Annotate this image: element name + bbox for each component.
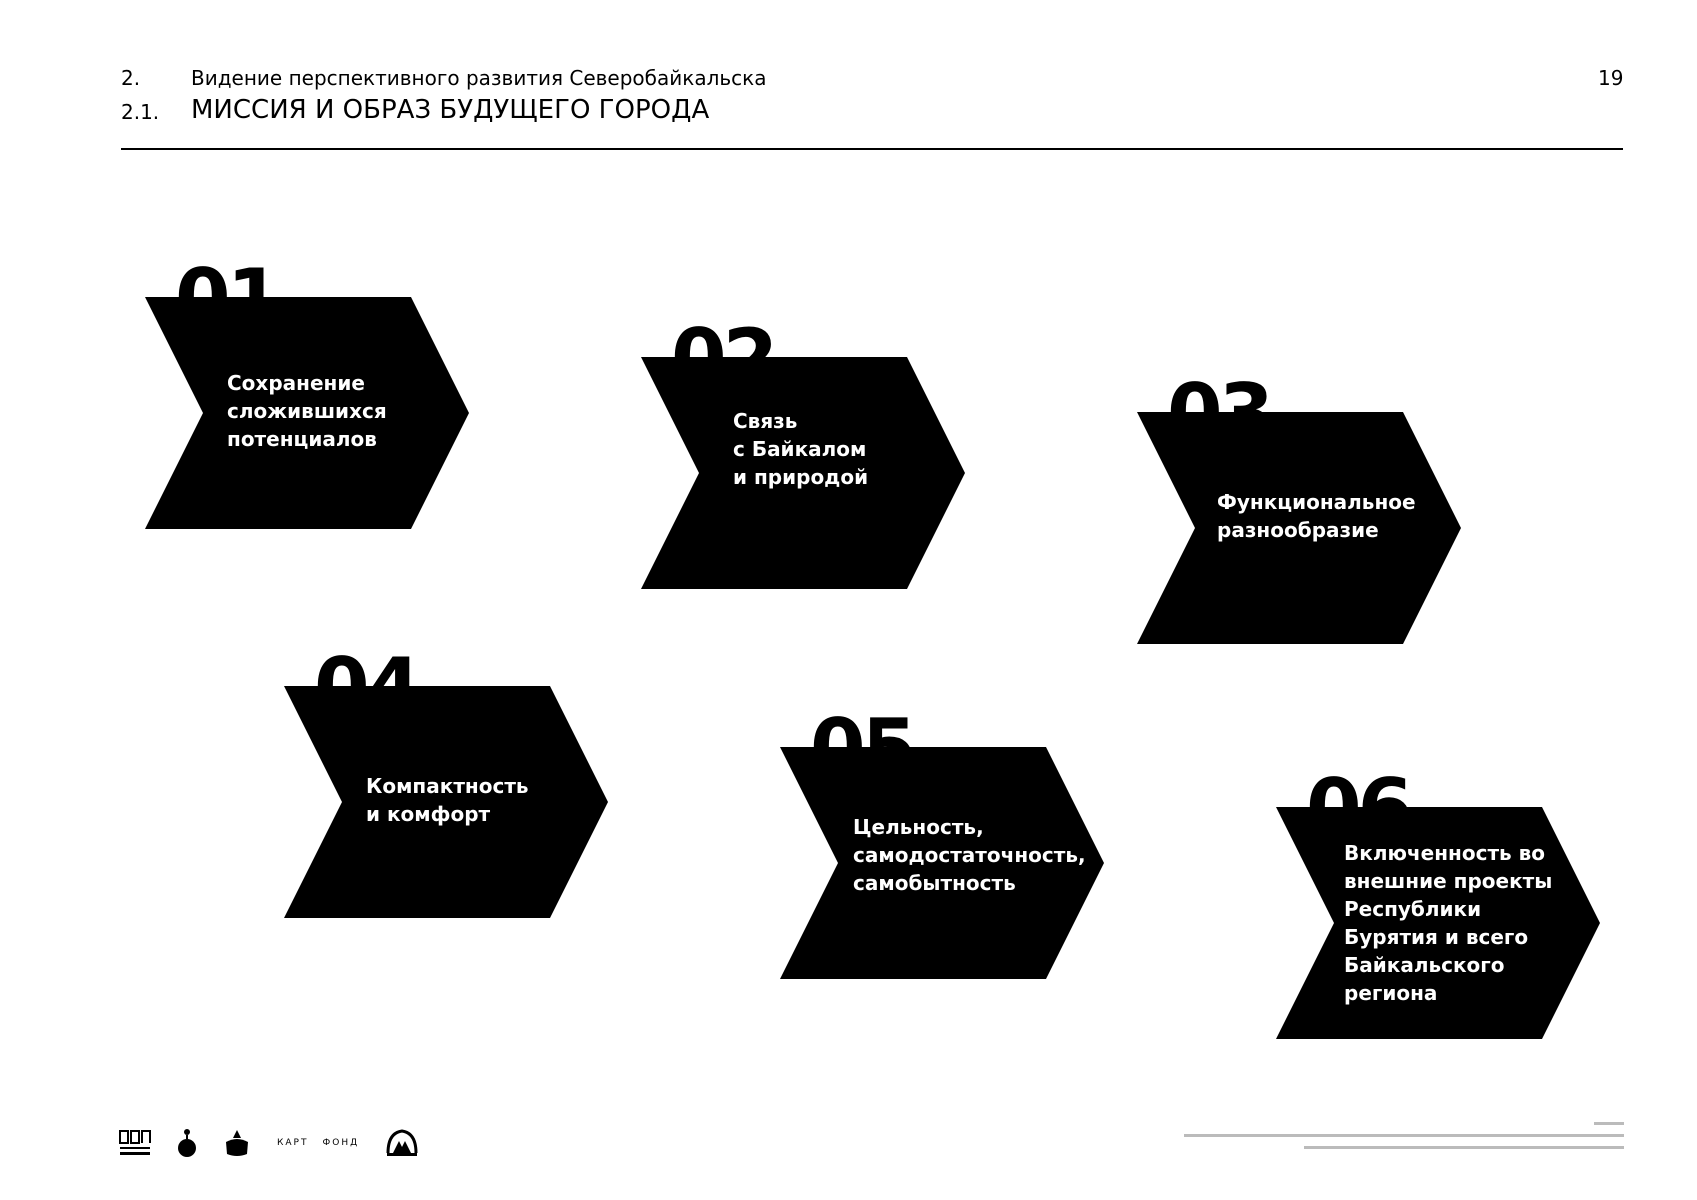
section-number: 2. (121, 66, 141, 90)
mission-item-6: 06 Включенность во внешние проекты Респу… (1276, 762, 1600, 1039)
section-title: Видение перспективного развития Североба… (191, 66, 767, 90)
mission-item-number: 01 (175, 237, 278, 297)
mission-item-label: Включенность во внешние проекты Республи… (1344, 841, 1553, 1005)
kartfond-text-top: КАРТ (277, 1137, 309, 1148)
mission-item-label: Функциональное разнообразие (1217, 490, 1416, 542)
mission-item-label: Цельность, самодостаточность, самобытнос… (853, 815, 1086, 895)
footer-note (1184, 1118, 1624, 1166)
mission-item-5: 05 Цельность, самодостаточность, самобыт… (780, 702, 1104, 979)
mission-item-label: Компактность и комфорт (366, 774, 529, 826)
partner-logos: КАРТ ФОНД (119, 1125, 419, 1161)
illegible-footer-text (1184, 1122, 1624, 1149)
mission-item-number: 05 (810, 687, 913, 747)
kartfond-text-bottom: ФОНД (322, 1137, 360, 1148)
emblem-logo (177, 1128, 197, 1158)
mission-item-number: 06 (1306, 747, 1409, 807)
mission-item-4: 04 Компактность и комфорт (284, 641, 608, 918)
subsection-number: 2.1. (121, 100, 160, 124)
mission-item-3: 03 Функциональное разнообразие (1137, 367, 1461, 644)
dom-rf-logo (119, 1129, 151, 1157)
arch-logo (385, 1127, 419, 1159)
subsection-title: МИССИЯ И ОБРАЗ БУДУЩЕГО ГОРОДА (191, 95, 710, 125)
kartfond-logo: КАРТ ФОНД (277, 1138, 359, 1149)
header-divider (121, 148, 1623, 150)
mission-item-number: 03 (1167, 352, 1270, 412)
mission-item-1: 01 Сохранение сложившихся потенциалов (145, 252, 469, 529)
city-crest-logo (223, 1128, 251, 1158)
mission-item-2: 02 Связь с Байкалом и природой (641, 312, 965, 589)
mission-item-number: 04 (314, 626, 417, 686)
page-number: 19 (1598, 66, 1624, 90)
mission-item-label: Связь с Байкалом и природой (733, 409, 869, 489)
mission-item-label: Сохранение сложившихся потенциалов (227, 371, 387, 451)
mission-item-number: 02 (671, 297, 774, 357)
